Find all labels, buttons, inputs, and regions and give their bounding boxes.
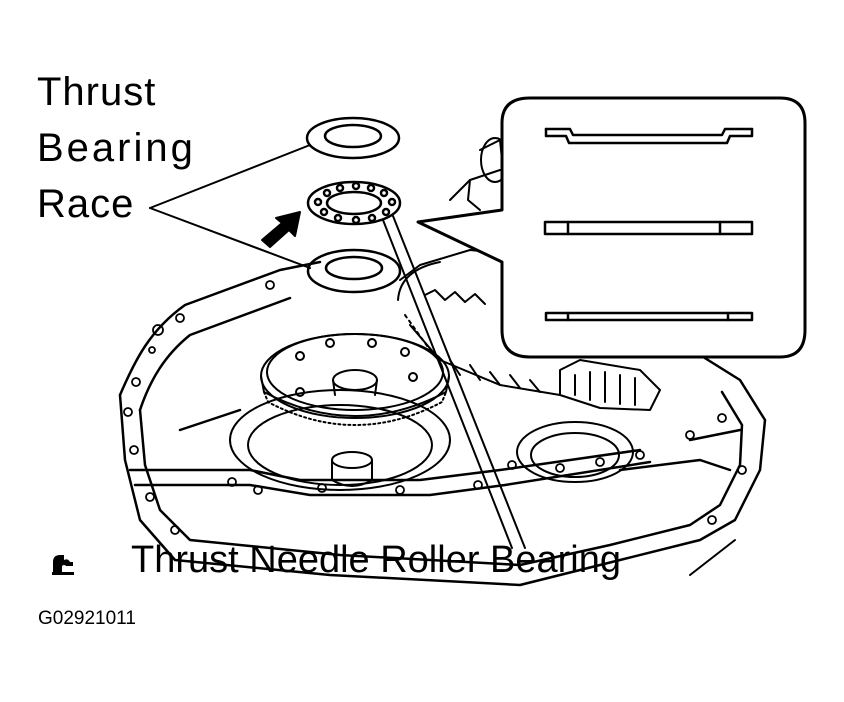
race-cross-section-top bbox=[544, 127, 754, 145]
case-bolt-holes bbox=[123, 280, 747, 535]
race-label-line2: Bearing bbox=[37, 126, 196, 170]
grease-apply-icon bbox=[52, 555, 74, 575]
leader-tail bbox=[689, 539, 736, 576]
lower-thrust-race bbox=[306, 248, 402, 294]
bearing-label: Thrust Needle Roller Bearing bbox=[131, 539, 622, 581]
race-label-line3: Race bbox=[37, 182, 135, 226]
thrust-needle-roller-bearing bbox=[306, 180, 402, 226]
race-label-line1: Thrust bbox=[37, 70, 157, 114]
pointer-arrow-icon bbox=[261, 211, 301, 248]
figure-code: G02921011 bbox=[38, 608, 136, 629]
shaft-stub bbox=[331, 451, 373, 487]
bearing-leader-lines bbox=[382, 215, 526, 549]
upper-thrust-race bbox=[305, 116, 401, 160]
callout-box bbox=[416, 96, 807, 359]
case-bore bbox=[229, 389, 634, 491]
race-cross-section-bottom bbox=[544, 311, 754, 322]
bearing-cross-section bbox=[543, 220, 754, 236]
race-leader-lines bbox=[149, 144, 311, 269]
gear-cluster bbox=[397, 137, 661, 411]
